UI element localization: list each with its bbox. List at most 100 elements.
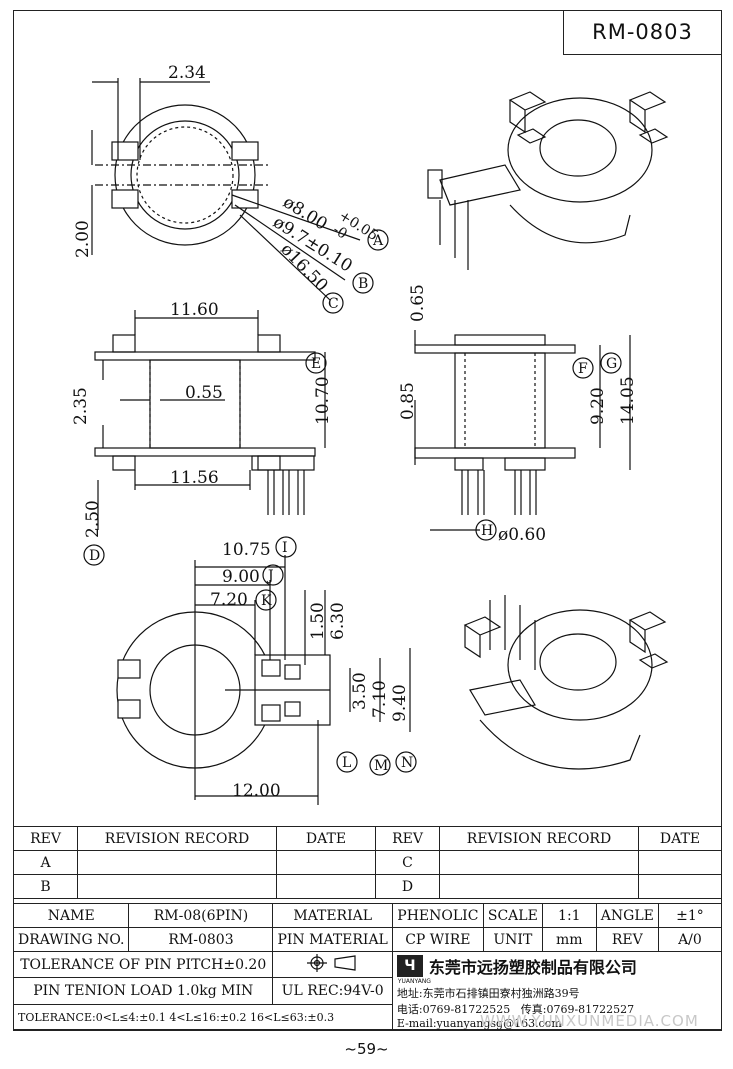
date-header-2: DATE bbox=[638, 826, 722, 851]
dim-bottom-9: 12.00 bbox=[232, 781, 281, 801]
title-row-5: TOLERANCE:0<L≤4:±0.1 4<L≤16:±0.2 16<L≤63… bbox=[13, 1003, 722, 1032]
company-phone: 电话:0769-81722525 bbox=[396, 1003, 511, 1016]
dim-bottom-2: 9.00 bbox=[222, 567, 260, 587]
drawing-no-value: RM-0803 bbox=[128, 927, 274, 952]
rev-header: REV bbox=[13, 826, 78, 851]
scale-value: 1:1 bbox=[541, 903, 597, 928]
callout-j: J bbox=[266, 568, 274, 584]
dim-side-3: 2.35 bbox=[71, 387, 91, 425]
revision-header-row: REV REVISION RECORD DATE REV REVISION RE… bbox=[13, 826, 722, 851]
rev-header-2: REV bbox=[375, 826, 440, 851]
tolerance-pitch: TOLERANCE OF PIN PITCH±0.20 bbox=[12, 950, 274, 979]
company-contacts: 电话:0769-81722525 传真:0769-81722527 bbox=[397, 1001, 717, 1017]
dim-bottom-6: 3.50 bbox=[350, 672, 370, 710]
date-cell bbox=[638, 850, 722, 875]
isometric-view-bottom bbox=[463, 595, 669, 770]
front-view bbox=[414, 330, 631, 531]
dim-bottom-1: 10.75 bbox=[222, 540, 271, 560]
revision-record-header-2: REVISION RECORD bbox=[439, 826, 639, 851]
rev-cell: A bbox=[13, 850, 78, 875]
isometric-view-top bbox=[427, 91, 669, 270]
date-cell bbox=[276, 874, 376, 899]
company-email: E-mail:yuanyangsg@163.com bbox=[396, 1017, 562, 1030]
rev-label: REV bbox=[595, 927, 659, 952]
callout-l: L bbox=[342, 755, 351, 771]
record-cell bbox=[77, 874, 277, 899]
projection-icon bbox=[306, 953, 356, 972]
dim-front-4: 14.05 bbox=[618, 376, 638, 425]
name-label: NAME bbox=[12, 903, 130, 928]
dim-bottom-5: 6.30 bbox=[328, 602, 348, 640]
rev-cell: D bbox=[375, 874, 440, 899]
callout-g: G bbox=[606, 356, 617, 372]
pin-material-value: CP WIRE bbox=[391, 927, 484, 952]
dim-front-2: 0.85 bbox=[398, 382, 418, 420]
revision-table: REV REVISION RECORD DATE REV REVISION RE… bbox=[13, 826, 722, 899]
scale-label: SCALE bbox=[482, 903, 543, 928]
callouts bbox=[83, 229, 622, 776]
company-block: Ч 东莞市远扬塑胶制品有限公司 YUANYANG 地址:东莞市石排镇田寮村独洲路… bbox=[391, 951, 723, 1031]
callout-n: N bbox=[401, 755, 413, 771]
callout-b: B bbox=[358, 276, 368, 292]
callout-f: F bbox=[578, 361, 588, 377]
company-fax: 传真:0769-81722527 bbox=[520, 1003, 635, 1016]
callout-i: I bbox=[282, 540, 288, 556]
tolerance-line: TOLERANCE:0<L≤4:±0.1 4<L≤16:±0.2 16<L≤63… bbox=[13, 1003, 393, 1032]
drawing-code: RM-0803 bbox=[563, 10, 722, 55]
material-label: MATERIAL bbox=[272, 903, 393, 928]
callout-k: K bbox=[261, 593, 272, 609]
revision-row: A C bbox=[13, 850, 722, 875]
callout-m: M bbox=[374, 758, 388, 774]
company-address: 地址:东莞市石排镇田寮村独洲路39号 bbox=[396, 987, 580, 1000]
record-cell bbox=[439, 850, 639, 875]
dim-bottom-8: 9.40 bbox=[390, 684, 410, 722]
title-row-4: PIN TENION LOAD 1.0kg MIN UL REC:94V-0 bbox=[12, 977, 722, 1005]
title-block: NAME RM-08(6PIN) MATERIAL PHENOLIC SCALE… bbox=[12, 903, 723, 1032]
revision-row: B D bbox=[13, 874, 722, 899]
pin-tension: PIN TENION LOAD 1.0kg MIN bbox=[12, 977, 274, 1005]
unit-label: UNIT bbox=[482, 927, 543, 952]
dim-side-1: 11.60 bbox=[170, 300, 219, 320]
record-cell bbox=[439, 874, 639, 899]
dim-bottom-3: 7.20 bbox=[210, 590, 248, 610]
ul-rec: UL REC:94V-0 bbox=[272, 977, 393, 1005]
pin-material-label: PIN MATERIAL bbox=[272, 927, 393, 952]
top-view bbox=[91, 78, 361, 301]
dim-side-2: 0.55 bbox=[185, 383, 223, 403]
rev-cell: C bbox=[375, 850, 440, 875]
projection-symbol bbox=[272, 950, 393, 979]
dim-front-1: 0.65 bbox=[408, 284, 428, 322]
rev-cell: B bbox=[13, 874, 78, 899]
dim-top-2: 2.00 bbox=[73, 220, 93, 258]
dim-side-6: 2.50 bbox=[83, 500, 103, 538]
title-row-1: NAME RM-08(6PIN) MATERIAL PHENOLIC SCALE… bbox=[12, 903, 723, 928]
date-header: DATE bbox=[276, 826, 376, 851]
side-view bbox=[94, 310, 326, 530]
watermark: WWW.YUNXUNMEDIA.COM bbox=[480, 1012, 699, 1030]
bottom-view bbox=[116, 555, 411, 805]
angle-label: ANGLE bbox=[595, 903, 659, 928]
callout-d: D bbox=[89, 548, 100, 564]
callout-h: H bbox=[481, 523, 493, 539]
name-value: RM-08(6PIN) bbox=[128, 903, 274, 928]
company-name: 东莞市远扬塑胶制品有限公司 bbox=[428, 958, 637, 977]
dim-side-5: 11.56 bbox=[170, 468, 219, 488]
dim-top-1: 2.34 bbox=[168, 63, 206, 83]
callout-e: E bbox=[311, 356, 321, 372]
page-number: ~59~ bbox=[344, 1040, 389, 1058]
record-cell bbox=[77, 850, 277, 875]
dim-front-3: 9.20 bbox=[588, 387, 608, 425]
callout-a: A bbox=[372, 233, 384, 249]
revision-record-header: REVISION RECORD bbox=[77, 826, 277, 851]
angle-value: ±1° bbox=[657, 903, 723, 928]
callout-c: C bbox=[328, 296, 339, 312]
date-cell bbox=[638, 874, 722, 899]
title-row-3: TOLERANCE OF PIN PITCH±0.20 Ч 东莞市远扬塑胶制品有… bbox=[12, 950, 723, 1031]
dim-side-4: 10.70 bbox=[313, 376, 333, 425]
dim-bottom-7: 7.10 bbox=[370, 680, 390, 718]
logo-text: YUANYANG bbox=[397, 978, 431, 985]
title-row-2: DRAWING NO. RM-0803 PIN MATERIAL CP WIRE… bbox=[12, 927, 723, 952]
rev-value: A/0 bbox=[657, 927, 723, 952]
date-cell bbox=[276, 850, 376, 875]
